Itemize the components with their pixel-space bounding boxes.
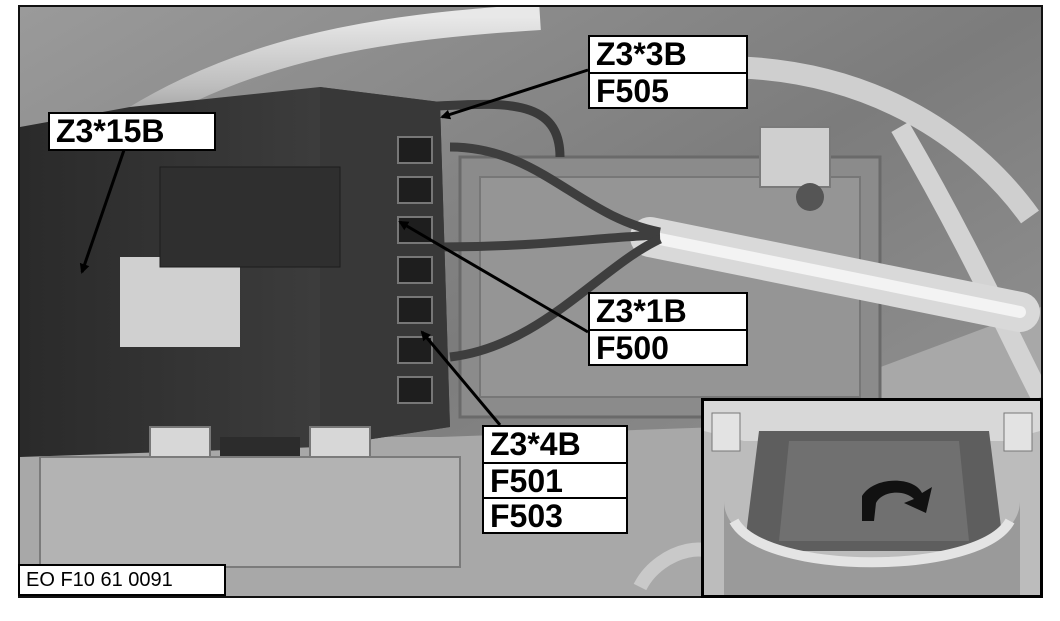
callout-fuse-label: F500 [590, 329, 746, 366]
callout-z3-4b: Z3*4B F501 F503 [482, 425, 628, 534]
callout-fuse-label: F505 [590, 72, 746, 109]
rotate-arrow-icon [862, 480, 932, 521]
callout-fuse-label: F503 [484, 497, 626, 534]
callout-connector-label: Z3*1B [596, 293, 687, 329]
callout-z3-15b: Z3*15B [48, 112, 216, 151]
callout-connector-label: Z3*3B [596, 36, 687, 72]
callout-connector-label: Z3*4B [490, 426, 581, 462]
callout-z3-3b: Z3*3B F505 [588, 35, 748, 109]
trunk-floor-illustration [704, 401, 1040, 595]
trunk-location-inset [701, 398, 1043, 598]
callout-fuse-label: F501 [484, 462, 626, 499]
callout-z3-1b: Z3*1B F500 [588, 292, 748, 366]
callout-connector-label: Z3*15B [56, 113, 165, 149]
figure-code-label: EO F10 61 0091 [18, 564, 226, 596]
